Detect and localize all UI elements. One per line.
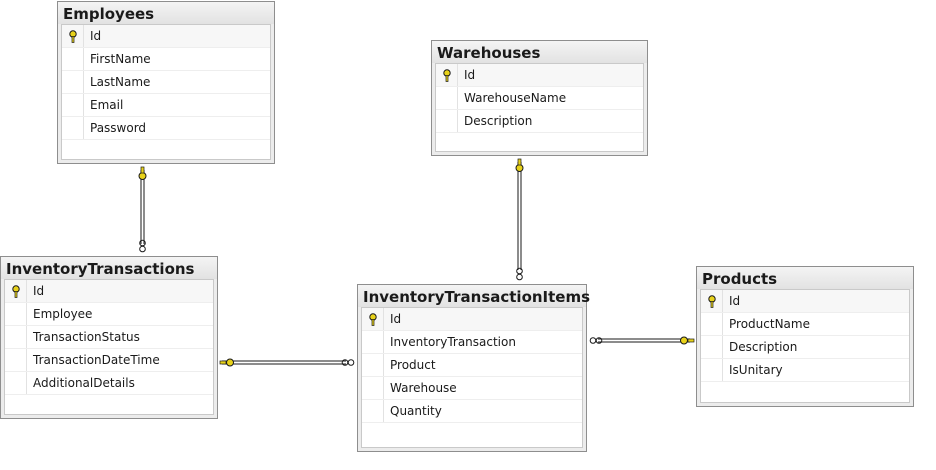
table-warehouses[interactable]: Warehouses Id WarehouseName Description [431,40,648,156]
key-endpoint-icon [138,166,147,180]
column-row[interactable]: Password [62,117,270,140]
column-row[interactable]: Id [436,64,643,87]
column-row[interactable]: Warehouse [362,377,582,400]
column-list: Id Employee TransactionStatus Transactio… [4,279,214,415]
table-employees[interactable]: Employees Id FirstName LastName Email Pa… [57,1,275,164]
primary-key-icon [12,285,20,298]
infinity-endpoint-icon [516,267,523,281]
column-row[interactable]: Product [362,354,582,377]
column-row[interactable]: FirstName [62,48,270,71]
column-name: IsUnitary [729,363,783,377]
column-list: Id InventoryTransaction Product Warehous… [361,307,583,448]
column-name: Password [90,121,147,135]
column-name: ProductName [729,317,810,331]
column-name: Product [390,358,436,372]
primary-key-icon [708,295,716,308]
relationship-products-items[interactable] [589,336,695,345]
column-row[interactable]: InventoryTransaction [362,331,582,354]
infinity-endpoint-icon [589,337,603,344]
relationship-employees-transactions[interactable] [138,166,147,253]
infinity-endpoint-icon [139,239,146,253]
column-name: Description [464,114,533,128]
column-name: TransactionDateTime [33,353,160,367]
column-row[interactable]: Description [436,110,643,133]
column-name: Employee [33,307,93,321]
column-row[interactable]: WarehouseName [436,87,643,110]
column-name: Id [33,284,45,298]
column-name: Description [729,340,798,354]
column-name: Email [90,98,124,112]
column-row[interactable]: IsUnitary [701,359,909,382]
column-row[interactable]: Id [362,308,582,331]
column-name: Id [464,68,476,82]
key-endpoint-icon [219,358,234,367]
column-row[interactable]: ProductName [701,313,909,336]
column-row[interactable]: Employee [5,303,213,326]
column-name: Id [729,294,741,308]
column-name: Warehouse [390,381,457,395]
column-row[interactable]: Email [62,94,270,117]
relationship-transactions-items[interactable] [219,358,355,367]
primary-key-icon [69,30,77,43]
column-row[interactable]: Id [5,280,213,303]
column-row[interactable]: Id [62,25,270,48]
relationship-warehouses-items[interactable] [515,158,524,281]
column-row[interactable]: LastName [62,71,270,94]
table-inventory-transaction-items[interactable]: InventoryTransactionItems Id InventoryTr… [357,284,590,452]
column-name: InventoryTransaction [390,335,516,349]
column-name: WarehouseName [464,91,567,105]
table-title: Warehouses [432,41,647,63]
column-list: Id ProductName Description IsUnitary [700,289,910,403]
column-name: Id [390,312,402,326]
column-row[interactable]: TransactionStatus [5,326,213,349]
infinity-endpoint-icon [341,359,355,366]
column-list: Id WarehouseName Description [435,63,644,152]
table-title: Products [697,267,913,289]
key-endpoint-icon [515,158,524,172]
column-name: AdditionalDetails [33,376,135,390]
table-inventory-transactions[interactable]: InventoryTransactions Id Employee Transa… [0,256,218,419]
table-title: InventoryTransactionItems [358,285,590,307]
column-row[interactable]: AdditionalDetails [5,372,213,395]
primary-key-icon [369,313,377,326]
column-name: Quantity [390,404,442,418]
table-title: InventoryTransactions [1,257,217,279]
column-name: LastName [90,75,151,89]
column-list: Id FirstName LastName Email Password [61,24,271,160]
column-row[interactable]: TransactionDateTime [5,349,213,372]
primary-key-icon [443,69,451,82]
column-row[interactable]: Id [701,290,909,313]
column-row[interactable]: Description [701,336,909,359]
column-name: TransactionStatus [33,330,140,344]
key-endpoint-icon [680,336,695,345]
column-row[interactable]: Quantity [362,400,582,423]
table-products[interactable]: Products Id ProductName Description IsUn… [696,266,914,407]
column-name: Id [90,29,102,43]
table-title: Employees [58,2,274,24]
column-name: FirstName [90,52,151,66]
